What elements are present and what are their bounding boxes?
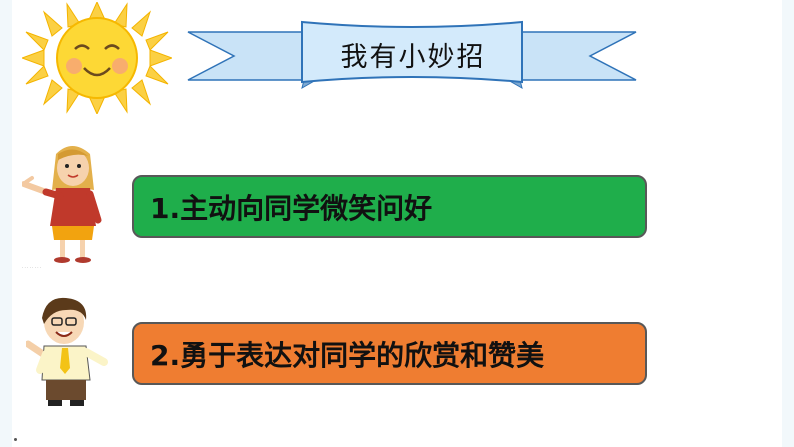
tip-text-greeting: 1.主动向同学微笑问好: [150, 191, 433, 225]
girl-pointing-icon: [22, 146, 102, 263]
tip-card-greeting: 1.主动向同学微笑问好: [132, 175, 647, 238]
right-edge-strip: [782, 0, 794, 447]
page-title: 我有小妙招: [340, 41, 486, 73]
image-watermark: · · · · · · · ·: [22, 265, 42, 270]
tip-text-praise: 2.勇于表达对同学的欣赏和赞美: [150, 338, 545, 372]
smiling-sun-icon: [22, 2, 172, 114]
tip-card-praise: 2.勇于表达对同学的欣赏和赞美: [132, 322, 647, 385]
corner-dot: [14, 438, 17, 441]
ribbon-banner-icon: [187, 20, 637, 90]
left-edge-strip: [0, 0, 12, 447]
boy-pointing-icon: [26, 297, 108, 406]
